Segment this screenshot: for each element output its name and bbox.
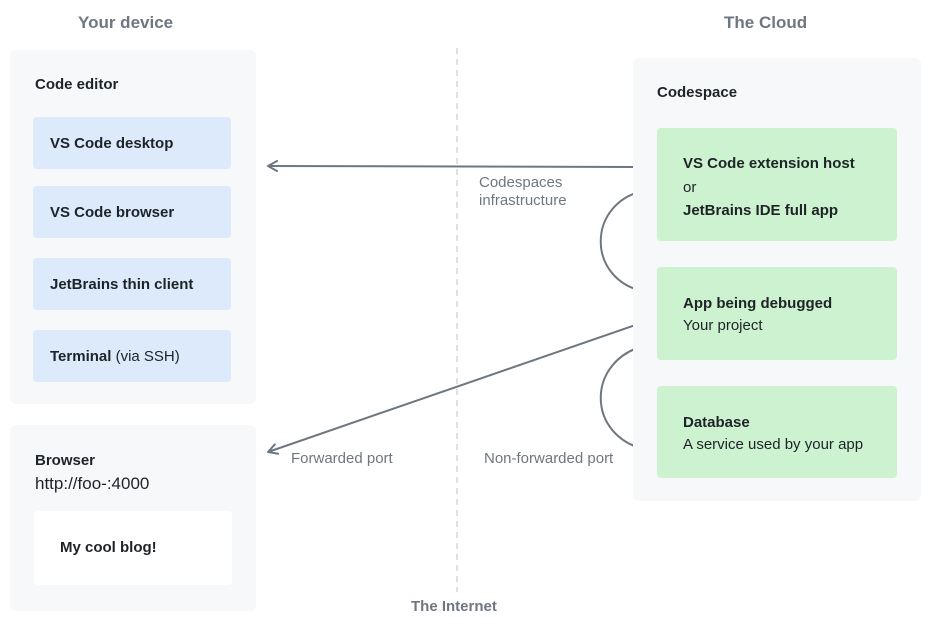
the-cloud-title: The Cloud — [724, 13, 808, 32]
browser-page-text: My cool blog! — [60, 539, 157, 556]
non-forwarded-port-label: Non-forwarded port — [484, 450, 614, 467]
vscode-browser-box: VS Code browser — [33, 186, 231, 238]
forwarded-port-arrow — [267, 317, 651, 455]
infrastructure-arrow — [267, 160, 651, 173]
extension-host-line2: or — [683, 178, 697, 196]
browser-url: http://foo-:4000 — [35, 474, 150, 493]
extension-host-line1: VS Code extension host — [683, 155, 855, 172]
code-editor-title: Code editor — [35, 76, 119, 93]
browser-title: Browser — [35, 452, 96, 469]
terminal-label: Terminal — [50, 347, 112, 365]
host-to-app-arrow — [599, 185, 649, 297]
your-device-title: Your device — [78, 13, 174, 32]
app-box: App being debugged Your project — [657, 267, 897, 360]
extension-host-line3: JetBrains IDE full app — [683, 202, 839, 219]
infrastructure-label-line2: infrastructure — [479, 192, 567, 209]
infrastructure-label-line1: Codespaces — [479, 174, 563, 191]
database-box: Database A service used by your app — [657, 386, 897, 478]
database-title: Database — [683, 414, 750, 431]
vscode-desktop-label: VS Code desktop — [50, 134, 174, 152]
vscode-browser-label: VS Code browser — [50, 203, 175, 221]
vscode-desktop-box: VS Code desktop — [33, 117, 231, 169]
browser-page-box: My cool blog! — [34, 511, 232, 585]
app-to-database-arrow — [599, 340, 649, 455]
forwarded-port-label: Forwarded port — [291, 450, 393, 467]
jetbrains-thin-client-label: JetBrains thin client — [50, 275, 194, 293]
app-title: App being debugged — [683, 295, 833, 312]
the-internet-title: The Internet — [411, 598, 497, 615]
extension-host-box: VS Code extension host or JetBrains IDE … — [657, 128, 897, 241]
terminal-suffix: (via SSH) — [111, 347, 180, 365]
terminal-box: Terminal (via SSH) — [33, 330, 231, 382]
database-subtitle: A service used by your app — [683, 436, 864, 453]
codespace-title: Codespace — [657, 84, 738, 101]
app-subtitle: Your project — [683, 317, 763, 334]
jetbrains-thin-client-box: JetBrains thin client — [33, 258, 231, 310]
